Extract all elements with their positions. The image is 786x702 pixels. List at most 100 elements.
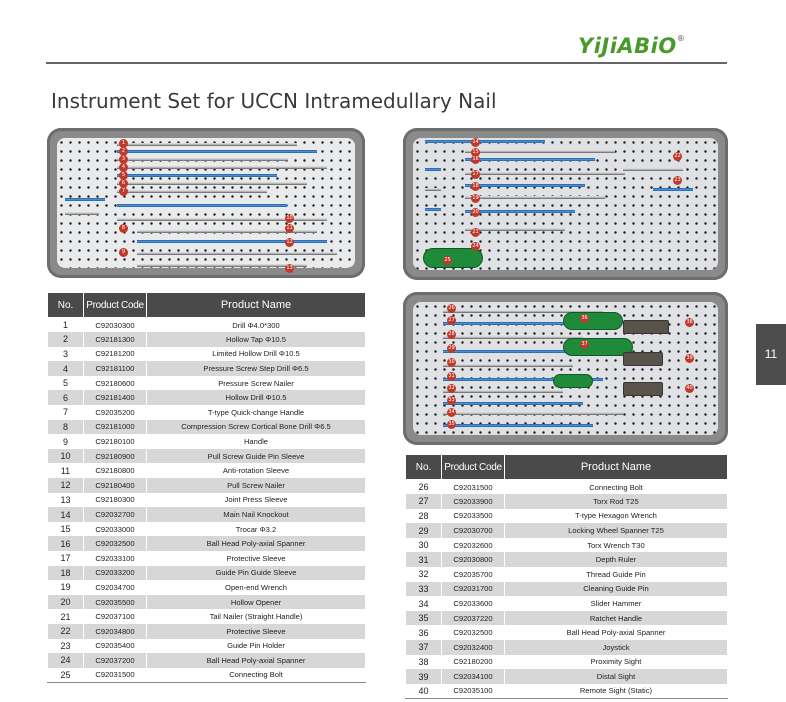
- tray-item-number-badge: 9: [119, 248, 128, 257]
- cell-product-name: Torx Wrench T30: [504, 537, 728, 553]
- tray-item-number-badge: 12: [285, 238, 294, 247]
- tray-item-number-badge: 22: [673, 152, 682, 161]
- tray-item-number-badge: 11: [285, 224, 294, 233]
- cell-product-name: Connecting Bolt: [504, 479, 728, 495]
- instrument-shape: [465, 158, 595, 161]
- cell-product-name: Connecting Bolt: [146, 667, 366, 683]
- cell-no: 5: [47, 375, 84, 391]
- cell-no: 38: [405, 654, 442, 670]
- cell-no: 3: [47, 346, 84, 362]
- cell-no: 6: [47, 390, 84, 406]
- tray-item-number-badge: 31: [447, 372, 456, 381]
- cell-product-name: Trocar Φ3.2: [146, 521, 366, 537]
- cell-product-name: Limited Hollow Drill Φ10.5: [146, 346, 366, 362]
- column-header-no: No.: [405, 454, 442, 480]
- cell-product-code: C92033200: [83, 565, 147, 581]
- tray-item-number-badge: 39: [685, 354, 694, 363]
- cell-no: 17: [47, 551, 84, 566]
- tray-item-number-badge: 32: [447, 384, 456, 393]
- cell-no: 15: [47, 521, 84, 537]
- cell-product-name: Pull Screw Nailer: [146, 478, 366, 493]
- cell-product-name: Ratchet Handle: [504, 610, 728, 626]
- page-title: Instrument Set for UCCN Intramedullary N…: [51, 89, 497, 113]
- instrument-shape: [65, 212, 99, 215]
- cell-product-code: C92181300: [83, 332, 147, 347]
- cell-product-name: Torx Rod T25: [504, 494, 728, 509]
- green-handle-shape: [423, 248, 483, 268]
- tray-item-number-badge: 24: [471, 242, 480, 251]
- tray-item-number-badge: 28: [447, 330, 456, 339]
- instrument-shape: [65, 198, 105, 201]
- instrument-shape: [137, 264, 307, 267]
- cell-product-code: C92032600: [441, 537, 505, 553]
- tray-item-number-badge: 37: [580, 340, 589, 349]
- brand-name: YiJiABiO: [578, 34, 677, 58]
- instrument-shape: [443, 378, 603, 381]
- cell-product-code: C92180200: [441, 654, 505, 670]
- cell-product-name: Depth Ruler: [504, 552, 728, 568]
- instrument-shape: [425, 208, 441, 211]
- tray-item-number-badge: 34: [447, 408, 456, 417]
- tray-item-number-badge: 27: [447, 316, 456, 325]
- cell-product-name: Thread Guide Pin: [504, 567, 728, 582]
- tray-item-number-badge: 7: [119, 187, 128, 196]
- cell-product-code: C92030800: [441, 552, 505, 568]
- dark-block-shape: [623, 382, 663, 396]
- tray-item-number-badge: 5: [119, 171, 128, 180]
- column-header-no: No.: [47, 292, 84, 318]
- tray-item-number-badge: 36: [580, 314, 589, 323]
- instrument-shape: [465, 228, 565, 231]
- instrument-shape: [117, 218, 327, 221]
- tray-item-number-badge: 26: [447, 304, 456, 313]
- cell-product-name: Anti-rotation Sleeve: [146, 463, 366, 479]
- tray-item-number-badge: 3: [119, 155, 128, 164]
- tray-item-number-badge: 14: [471, 138, 480, 147]
- tray-item-number-badge: 1: [119, 139, 128, 148]
- instrument-shape: [117, 174, 277, 177]
- cell-no: 35: [405, 610, 442, 626]
- cell-product-name: Guide Pin Holder: [146, 638, 366, 654]
- instrument-shape: [465, 196, 605, 199]
- tray-item-number-badge: 25: [443, 256, 452, 265]
- table-header-row: No. Product Code Product Name: [405, 454, 728, 480]
- column-header-code: Product Code: [83, 292, 147, 318]
- instrument-shape: [443, 402, 583, 405]
- cell-no: 8: [47, 419, 84, 435]
- instrument-shape: [117, 150, 317, 153]
- cell-product-name: Joystick: [504, 640, 728, 655]
- cell-product-code: C92180800: [83, 463, 147, 479]
- cell-product-code: C92180900: [83, 448, 147, 464]
- instrument-shape: [137, 230, 317, 233]
- instrument-shape: [653, 188, 693, 191]
- table-header-row: No. Product Code Product Name: [47, 292, 366, 318]
- cell-product-code: C92035100: [441, 683, 505, 699]
- cell-no: 13: [47, 492, 84, 508]
- column-header-name: Product Name: [504, 454, 728, 480]
- tray-item-number-badge: 19: [471, 194, 480, 203]
- instrument-shape: [117, 182, 307, 185]
- cell-product-code: C92030700: [441, 523, 505, 538]
- tray-item-number-badge: 16: [471, 155, 480, 164]
- cell-product-name: Tail Nailer (Straight Handle): [146, 609, 366, 624]
- instrument-shape: [443, 390, 563, 393]
- instrument-shape: [117, 190, 267, 193]
- tray-item-number-badge: 38: [685, 318, 694, 327]
